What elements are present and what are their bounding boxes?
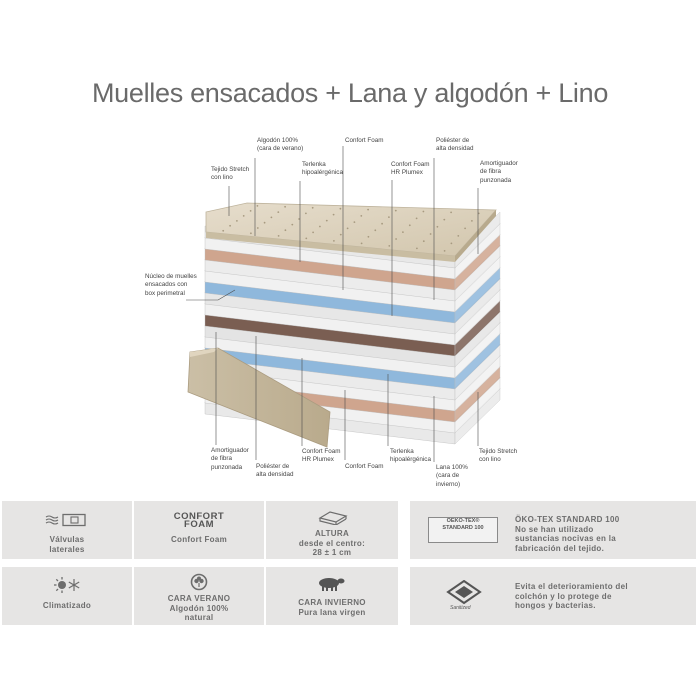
quilting-dot: [298, 218, 300, 220]
leader-lines: [186, 146, 479, 462]
quilting-dot: [250, 232, 252, 235]
quilting-dot: [422, 210, 425, 213]
climate-icon: [54, 577, 80, 593]
quilting-dot: [284, 229, 287, 232]
quilting-dot: [429, 233, 432, 235]
quilting-dot: [311, 206, 314, 209]
quilting-dot: [222, 229, 225, 232]
oeko-tex-logo: OEKO-TEX®STANDARD 100: [428, 517, 498, 543]
quilting-dot: [360, 215, 363, 217]
quilting-dot: [477, 212, 480, 215]
sanitized-logo-text: Sanitized: [450, 605, 471, 611]
label-confort-bot: Confort Foam: [345, 463, 384, 470]
quilting-dot: [249, 210, 252, 212]
quilting-dot: [284, 205, 286, 208]
top-fabric-panel: [205, 202, 497, 262]
quilting-dot: [346, 227, 349, 230]
quilting-dot: [305, 212, 307, 215]
quilting-dot: [374, 229, 377, 232]
quilting-dot: [256, 227, 259, 229]
quilting-dot: [242, 215, 245, 217]
cotton-icon: [190, 573, 208, 591]
quilting-dot: [367, 235, 370, 238]
quilting-dots: [222, 205, 480, 252]
quilting-dot: [464, 227, 466, 230]
label-confort-top: Confort Foam: [345, 137, 384, 144]
quilting-dot: [443, 218, 446, 221]
quilting-dot: [325, 219, 328, 222]
quilting-dot: [305, 237, 308, 240]
bottom-fabric-flap: [187, 347, 331, 448]
quilting-dot: [332, 213, 335, 216]
quilting-dot: [353, 221, 356, 224]
tile-oeko-tex: OEKO-TEX®STANDARD 100 ÖKO-TEX STANDARD 1…: [410, 501, 696, 559]
quilting-dot: [333, 240, 335, 242]
tile-climatizado: Climatizado: [2, 567, 132, 625]
quilting-dot: [415, 217, 418, 220]
height-icon: [318, 511, 348, 525]
mattress-layers: [204, 211, 501, 445]
quilting-dot: [388, 245, 391, 247]
valves-icon: [45, 513, 86, 527]
quilting-dot: [408, 224, 411, 227]
quilting-dot: [339, 207, 342, 210]
quilting-dot: [229, 224, 232, 227]
sanitized-logo-icon: [446, 580, 482, 605]
quilting-dot: [263, 221, 266, 224]
quilting-dot: [395, 238, 397, 240]
quilting-dot: [457, 235, 460, 237]
quilting-dot: [312, 231, 314, 234]
quilting-dot: [416, 247, 418, 250]
quilting-dot: [339, 233, 342, 236]
quilting-dot: [381, 222, 383, 225]
quilting-dot: [277, 235, 280, 237]
quilting-dot: [270, 216, 273, 219]
label-algodon-top: Algodón 100%(cara de verano): [257, 137, 304, 153]
quilting-dot: [388, 216, 390, 219]
quilting-dot: [291, 223, 294, 226]
quilting-dot: [402, 231, 404, 234]
quilting-dot: [277, 211, 280, 214]
quilting-dot: [367, 208, 369, 211]
quilting-dot: [450, 211, 452, 214]
quilting-dot: [256, 205, 259, 207]
quilting-dot: [422, 240, 425, 243]
quilting-dot: [471, 220, 473, 222]
quilting-dot: [436, 225, 439, 228]
quilting-dot: [450, 242, 453, 245]
quilting-dot: [319, 225, 321, 228]
quilting-dot: [236, 220, 238, 222]
quilting-dot: [443, 250, 446, 252]
sheep-icon: [319, 578, 345, 591]
page-title: Muelles ensacados + Lana y algodón + Lin…: [91, 78, 609, 108]
quilting-dot: [394, 209, 397, 212]
quilting-dot: [360, 242, 363, 245]
